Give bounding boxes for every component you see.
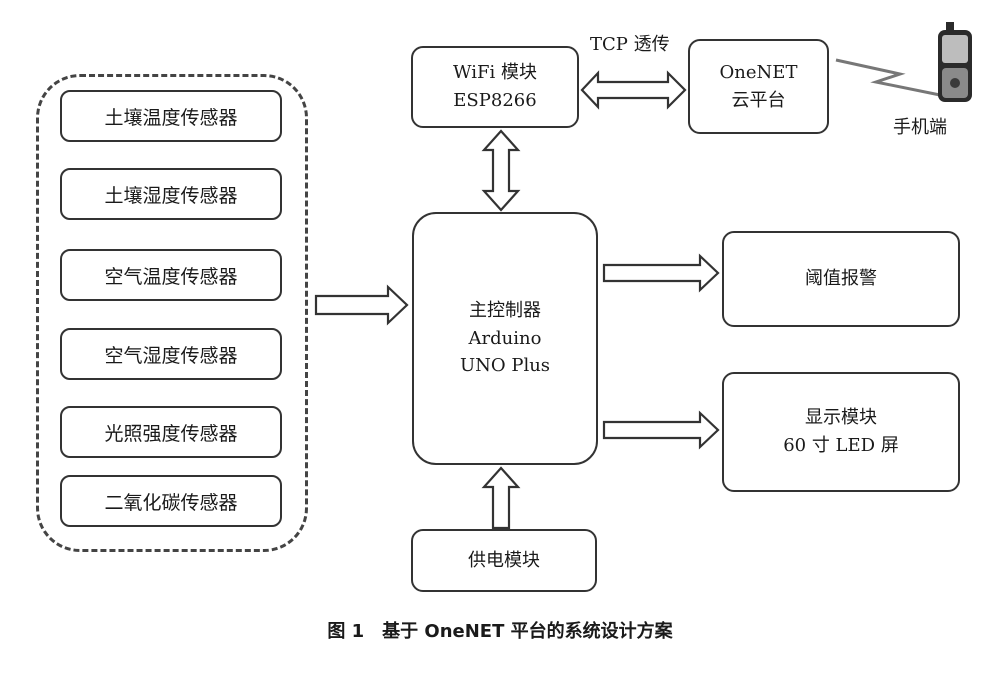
alarm-label: 阈值报警: [805, 268, 877, 290]
light-intensity-sensor-box: 光照强度传感器: [60, 406, 282, 458]
phone-label: 手机端: [893, 117, 947, 138]
wifi-controller-double-arrow: [481, 129, 521, 212]
power-label: 供电模块: [468, 549, 540, 571]
wifi-module-box: WiFi 模块 ESP8266: [411, 46, 579, 128]
display-module-box: 显示模块 60 寸 LED 屏: [722, 372, 960, 492]
main-controller-box: 主控制器 Arduino UNO Plus: [412, 212, 598, 465]
mobile-phone-icon: [938, 22, 972, 102]
co2-sensor-box: 二氧化碳传感器: [60, 475, 282, 527]
controller-model: UNO Plus: [459, 355, 551, 377]
display-spec: 60 寸 LED 屏: [783, 435, 899, 456]
controller-to-display-arrow: [602, 410, 720, 450]
soil-humidity-sensor-box: 土壤湿度传感器: [60, 168, 282, 220]
air-humidity-sensor-box: 空气湿度传感器: [60, 328, 282, 380]
sensor-group-frame: [36, 74, 308, 552]
controller-to-alarm-arrow: [602, 253, 720, 293]
wifi-module-model: ESP8266: [453, 90, 537, 111]
air-temperature-sensor-box: 空气温度传感器: [60, 249, 282, 301]
wireless-link-icon: [835, 58, 941, 97]
controller-title: 主控制器: [469, 299, 541, 321]
figure-caption: 图 1 基于 OneNET 平台的系统设计方案: [327, 621, 673, 642]
onenet-cloud-box: OneNET 云平台: [688, 39, 829, 134]
controller-board: Arduino: [468, 327, 542, 349]
tcp-passthrough-label: TCP 透传: [590, 34, 670, 55]
power-to-controller-arrow: [481, 466, 521, 530]
wifi-cloud-double-arrow: [580, 70, 687, 110]
power-module-box: 供电模块: [411, 529, 597, 592]
sensor-to-controller-arrow: [314, 284, 409, 326]
cloud-name: OneNET: [719, 61, 798, 83]
soil-temperature-sensor-box: 土壤温度传感器: [60, 90, 282, 142]
display-title: 显示模块: [805, 407, 877, 429]
threshold-alarm-box: 阈值报警: [722, 231, 960, 327]
cloud-type: 云平台: [731, 89, 786, 111]
wifi-module-label: WiFi 模块: [453, 62, 537, 84]
